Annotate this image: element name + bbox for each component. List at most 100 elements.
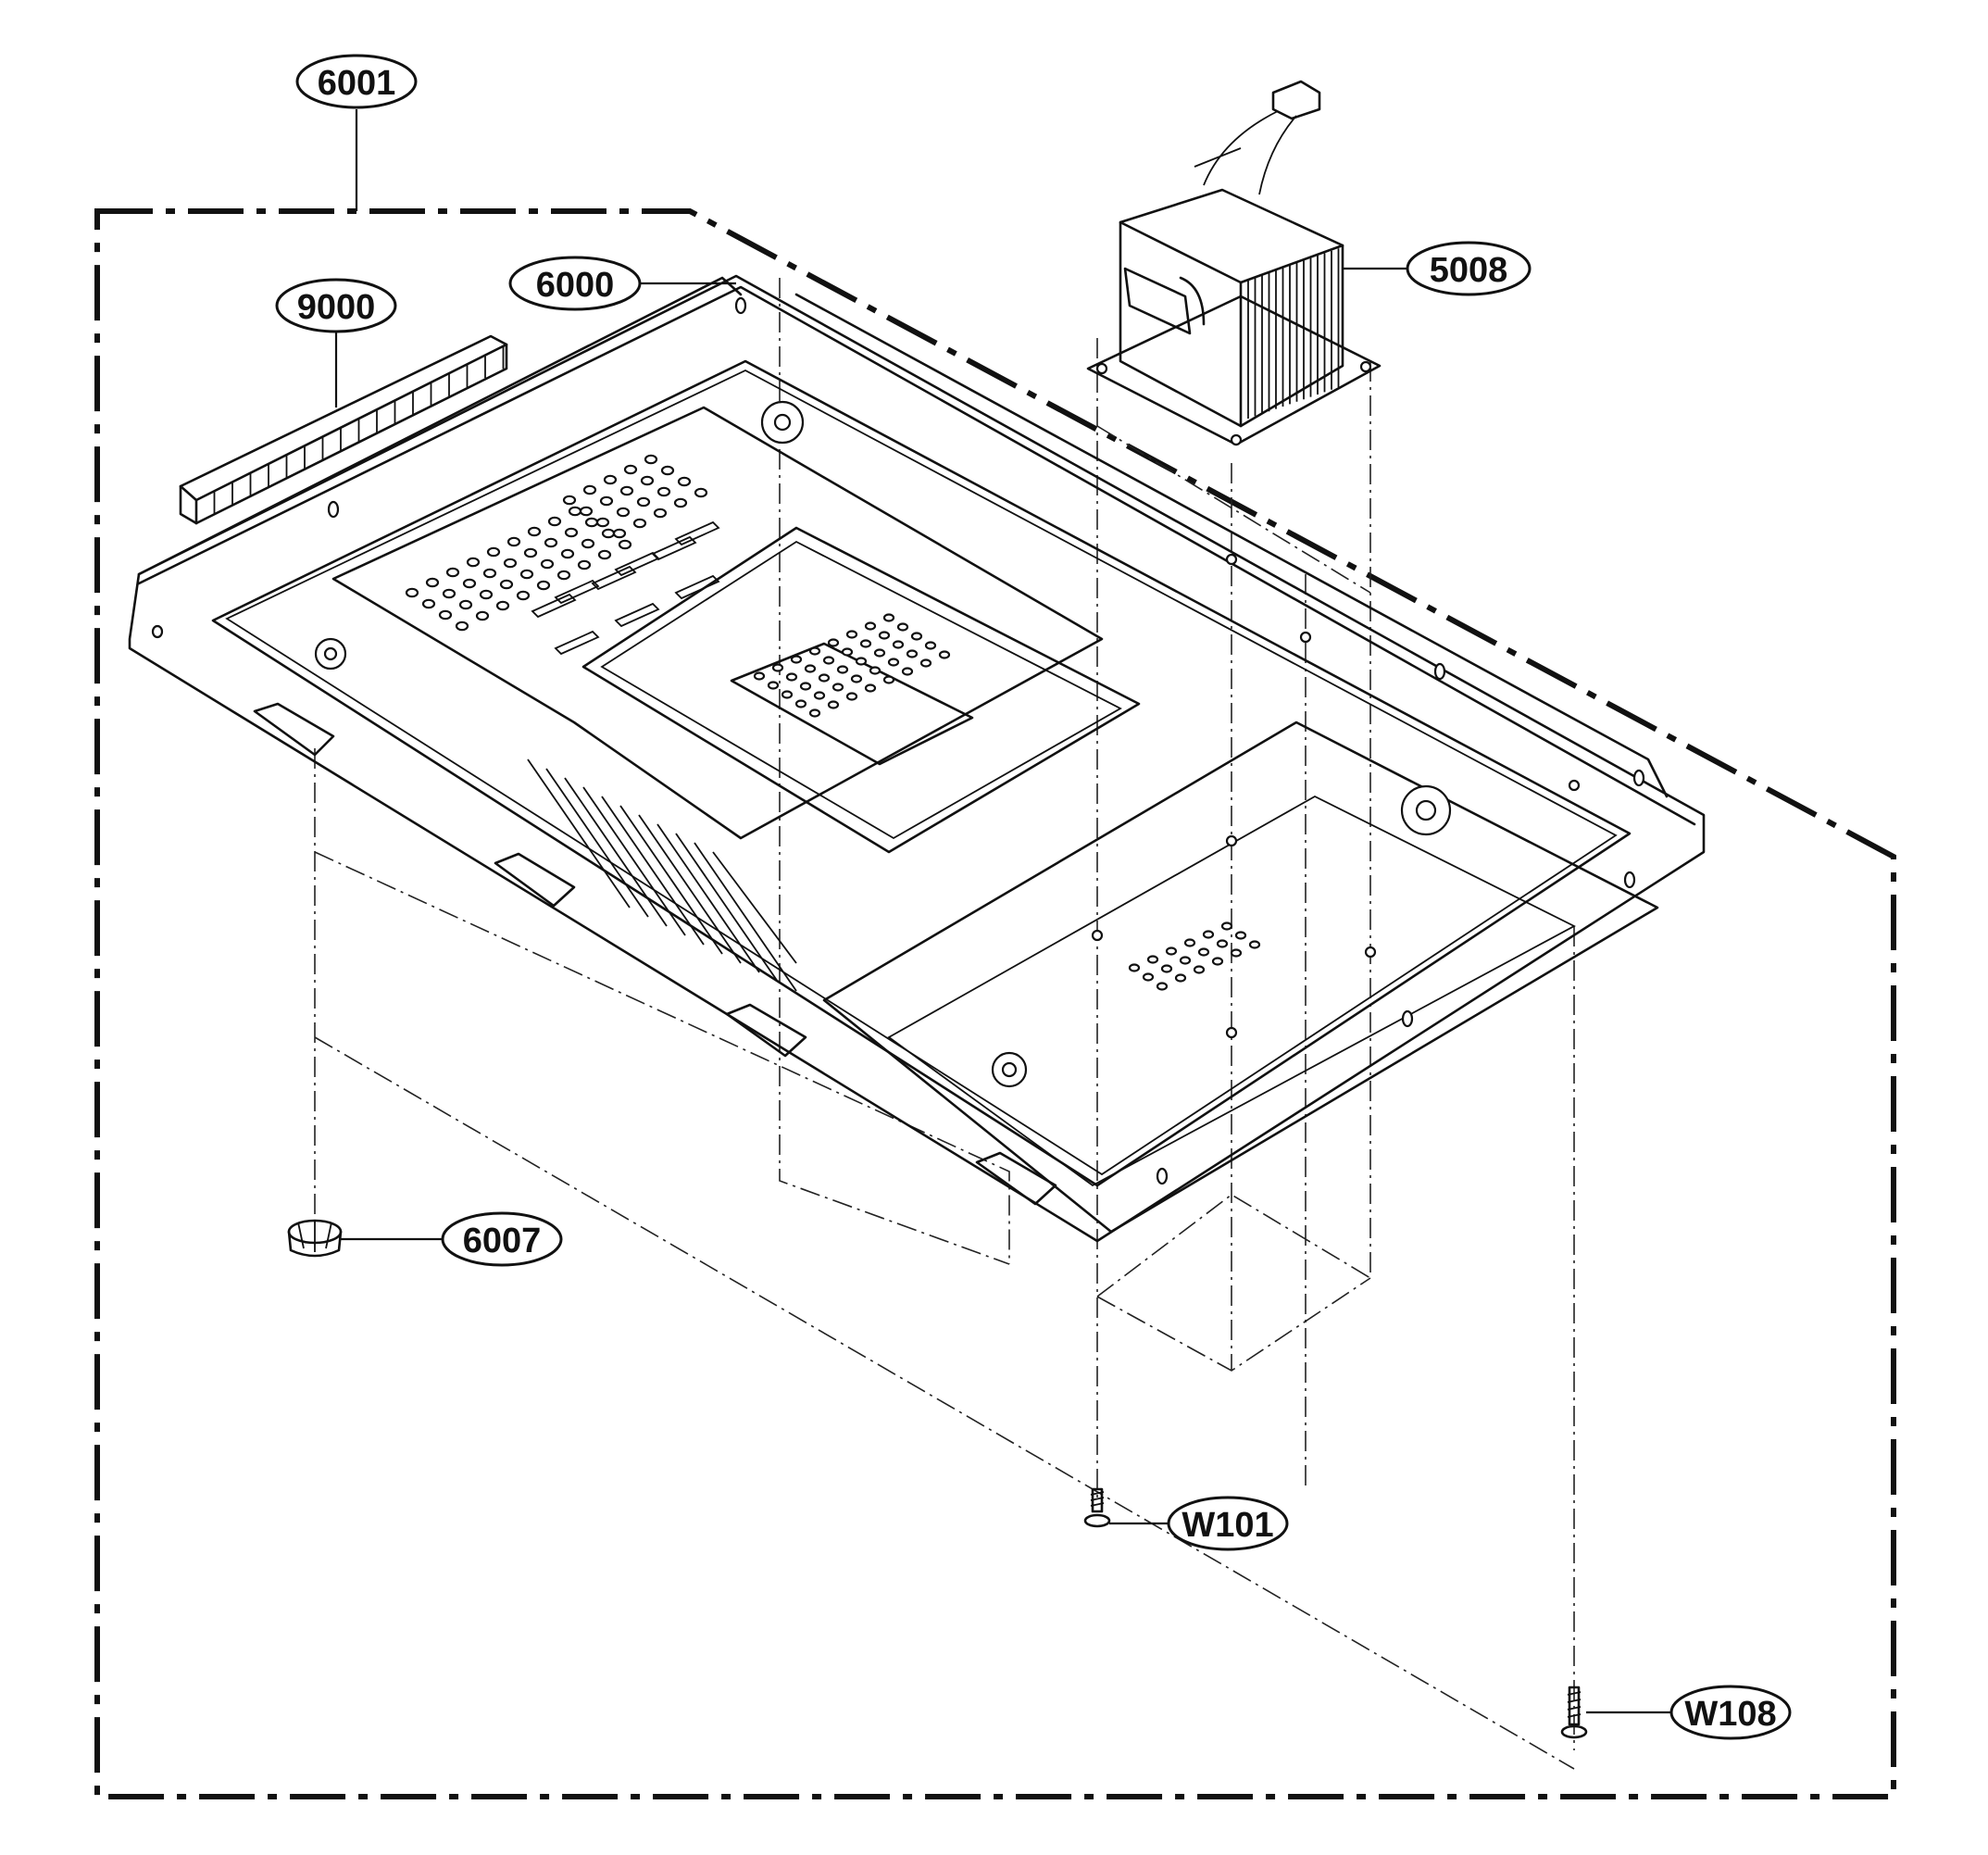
perforation-hole bbox=[442, 588, 456, 599]
perforation-hole bbox=[1197, 947, 1210, 957]
perforation-hole bbox=[827, 638, 840, 647]
side-louvers bbox=[527, 758, 797, 992]
perforation-hole bbox=[864, 683, 877, 693]
perforation-hole bbox=[1211, 957, 1224, 966]
assembly-boundary bbox=[94, 208, 1896, 1799]
perforation-hole bbox=[808, 708, 821, 718]
perforation-hole bbox=[579, 506, 594, 517]
perforation-hole bbox=[581, 538, 595, 549]
perforation-hole bbox=[878, 631, 891, 640]
perforation-hole bbox=[556, 570, 571, 581]
perforation-hole bbox=[1128, 963, 1141, 972]
perforation-hole bbox=[901, 667, 914, 676]
perforation-hole bbox=[644, 454, 658, 465]
perforation-hole bbox=[785, 672, 798, 682]
perforation-hole bbox=[882, 613, 895, 622]
perforation-hole bbox=[506, 536, 521, 547]
leader-lines bbox=[334, 109, 1671, 1714]
perforation-hole bbox=[673, 497, 688, 508]
callout-9000: 9000 bbox=[275, 278, 397, 333]
perforation-hole bbox=[482, 568, 497, 579]
perforation-hole bbox=[564, 527, 579, 538]
perforation-hole bbox=[523, 547, 538, 558]
perforation-hole bbox=[503, 558, 518, 569]
perforation-hole bbox=[836, 665, 849, 674]
perforation-hole bbox=[421, 598, 436, 609]
perforation-hole bbox=[808, 646, 821, 656]
perforation-hole bbox=[1220, 921, 1233, 931]
perforation-hole bbox=[1183, 938, 1196, 947]
perforation-hole bbox=[845, 692, 858, 701]
perforation-hole bbox=[438, 609, 453, 620]
perforation-hole bbox=[694, 487, 708, 498]
perforation-hole bbox=[475, 610, 490, 621]
vent-slot bbox=[674, 574, 720, 600]
perforation-hole bbox=[660, 465, 675, 476]
perforation-hole bbox=[619, 485, 634, 496]
perforation-hole bbox=[597, 549, 612, 560]
perforation-hole bbox=[790, 655, 803, 664]
callout-6007: 6007 bbox=[441, 1211, 563, 1267]
perforation-hole bbox=[540, 558, 555, 570]
perforation-hole bbox=[466, 557, 481, 568]
projection-lines bbox=[314, 278, 1575, 1770]
perforation-hole bbox=[455, 620, 469, 632]
perforation-hole bbox=[618, 539, 632, 550]
vent-slot bbox=[554, 630, 600, 656]
vent-slot bbox=[614, 602, 660, 628]
callout-6001: 6001 bbox=[295, 54, 418, 109]
perforation-hole bbox=[536, 580, 551, 591]
perforation-hole bbox=[781, 690, 794, 699]
perforation-hole bbox=[1156, 982, 1169, 991]
callout-label: W108 bbox=[1684, 1695, 1776, 1734]
perforation-hole bbox=[850, 674, 863, 683]
perforation-hole bbox=[771, 663, 784, 672]
perforation-hole bbox=[584, 517, 599, 528]
perforation-hole bbox=[855, 657, 868, 666]
base-plate bbox=[128, 274, 1706, 1243]
perforation-hole bbox=[1234, 931, 1247, 940]
perforation-hole bbox=[547, 516, 562, 527]
transformer bbox=[1086, 80, 1382, 446]
perforation-hole bbox=[577, 559, 592, 570]
perforation-hole bbox=[882, 675, 895, 684]
perforation-hole bbox=[458, 599, 473, 610]
perforation-hole bbox=[603, 474, 618, 485]
perforation-hole bbox=[799, 682, 812, 691]
callout-label: 6007 bbox=[463, 1222, 542, 1260]
perforation-hole bbox=[562, 495, 577, 506]
perforation-hole bbox=[841, 647, 854, 657]
callout-label: 5008 bbox=[1430, 251, 1508, 290]
perforation-hole bbox=[910, 632, 923, 641]
vent-slot bbox=[591, 565, 637, 591]
callout-w101: W101 bbox=[1167, 1496, 1289, 1551]
perforation-hole bbox=[869, 666, 881, 675]
perforation-hole bbox=[1160, 964, 1173, 973]
callout-5008: 5008 bbox=[1406, 241, 1532, 296]
perforation-hole bbox=[519, 569, 534, 580]
perforation-hole bbox=[892, 640, 905, 649]
perforation-hole bbox=[462, 578, 477, 589]
perforation-hole bbox=[568, 506, 582, 517]
screw-w101 bbox=[1083, 1487, 1111, 1528]
vent-slot bbox=[554, 579, 600, 605]
perforation-hole bbox=[873, 648, 886, 658]
perforation-hole bbox=[1202, 930, 1215, 939]
perforation-hole bbox=[767, 681, 780, 690]
perforation-hole bbox=[938, 650, 951, 659]
vent-slot bbox=[531, 593, 577, 619]
perforation-hole bbox=[425, 577, 440, 588]
perforation-hole bbox=[1146, 955, 1159, 964]
vent-slot bbox=[674, 520, 720, 546]
perforation-hole bbox=[845, 630, 858, 639]
perforation-hole bbox=[636, 496, 651, 508]
perforation-hole bbox=[864, 621, 877, 631]
perforation-hole bbox=[527, 526, 542, 537]
perforations bbox=[405, 454, 1261, 991]
perforation-hole bbox=[445, 567, 460, 578]
callout-label: 6001 bbox=[318, 64, 396, 103]
perforation-hole bbox=[632, 518, 647, 529]
foot bbox=[287, 1219, 343, 1258]
screw-w108 bbox=[1560, 1686, 1588, 1739]
